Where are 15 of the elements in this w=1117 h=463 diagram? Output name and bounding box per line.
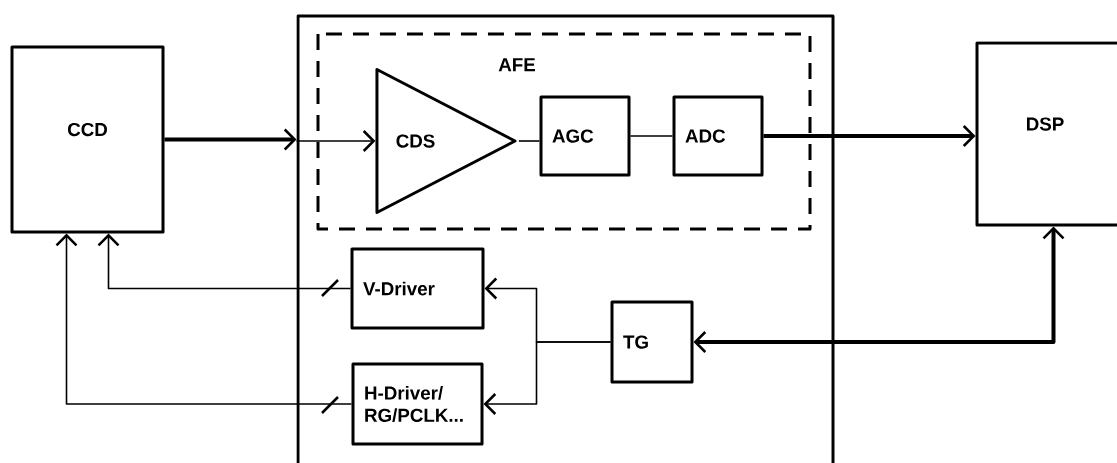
block-box: H-Driver/ RG/PCLK... <box>351 362 484 446</box>
arrow <box>164 128 297 151</box>
block-box: DSP <box>975 41 1117 227</box>
arrow <box>693 226 1065 353</box>
block-box: CCD <box>10 45 165 234</box>
arrow <box>295 130 376 152</box>
block-box: AGC <box>539 95 631 177</box>
arrow <box>483 341 612 415</box>
block-box: TG <box>610 300 694 384</box>
arrow <box>763 125 976 147</box>
block-box <box>296 14 835 463</box>
arrow <box>97 233 352 297</box>
block-box: V-Driver <box>350 247 485 330</box>
block-box: ADC <box>672 95 764 177</box>
arrow <box>55 233 353 414</box>
